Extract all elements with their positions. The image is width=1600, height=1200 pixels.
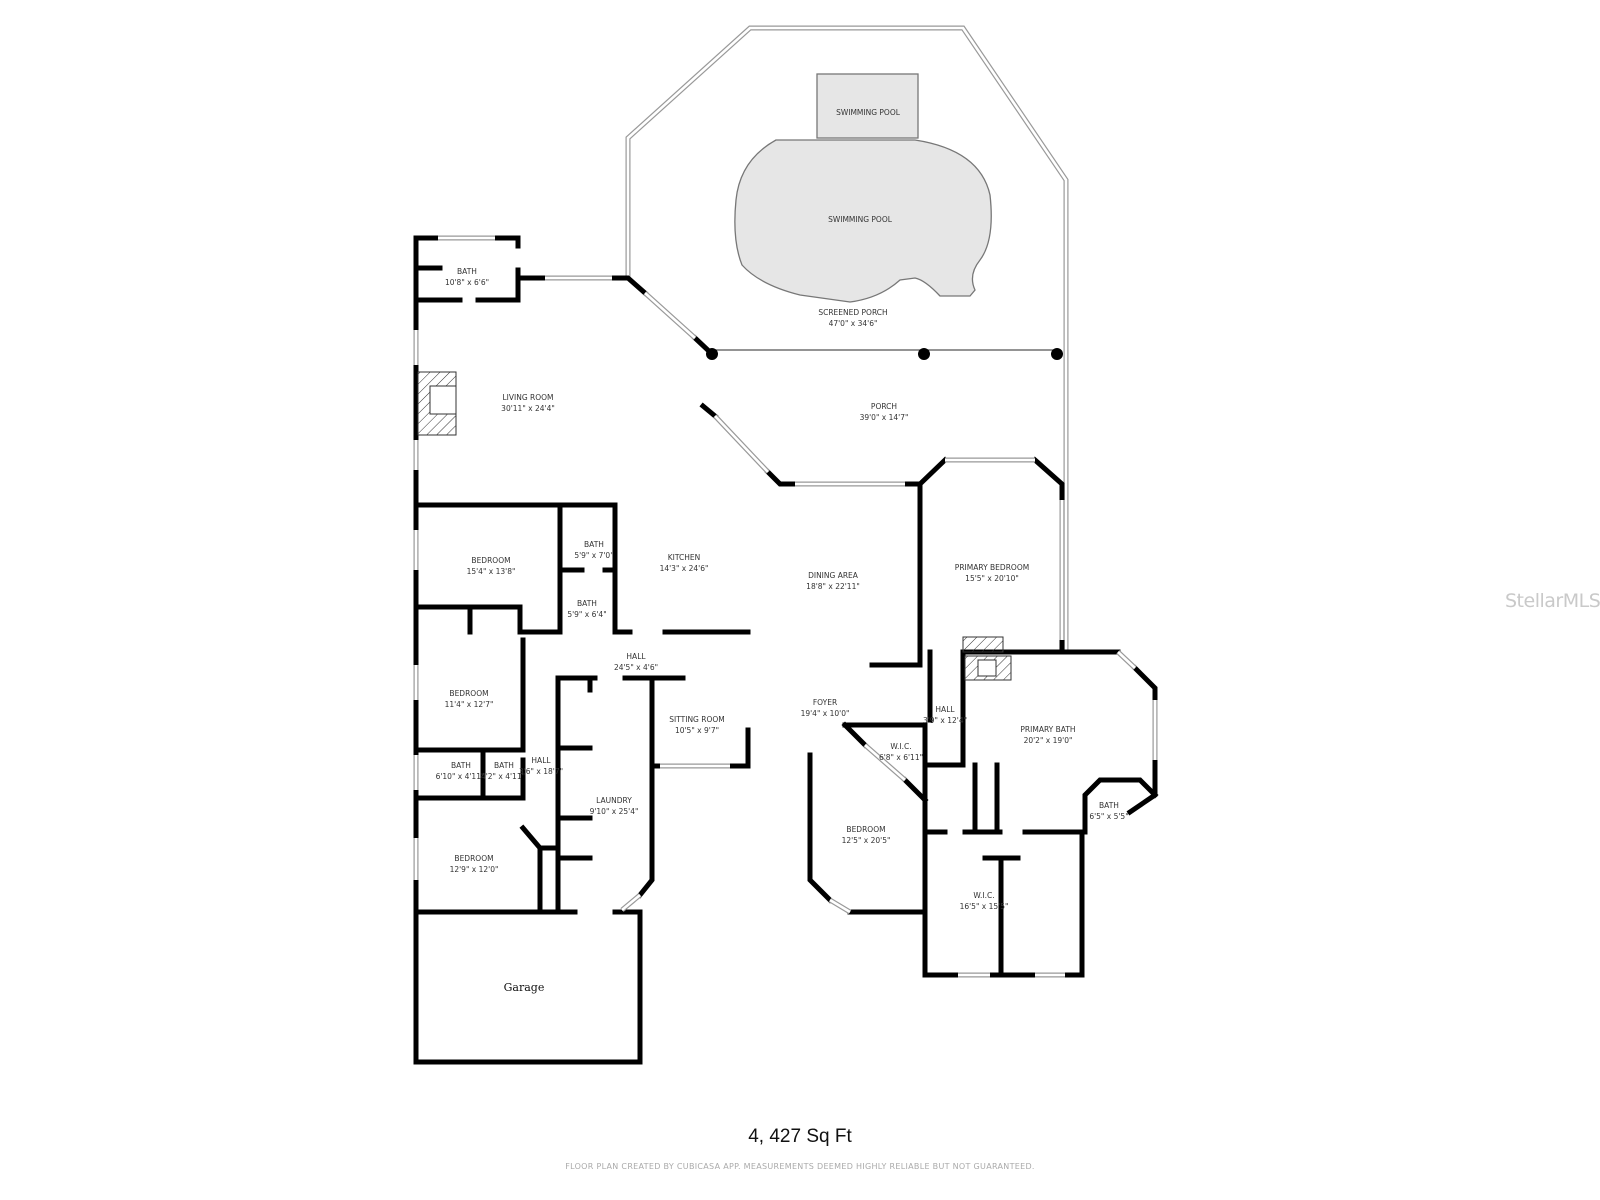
room-name: BATH — [1099, 801, 1119, 810]
room-name: PRIMARY BEDROOM — [955, 563, 1029, 572]
room-dims: 11'4" x 12'7" — [445, 700, 494, 709]
room-dims: 12'9" x 12'0" — [450, 865, 499, 874]
room-dims: 24'5" x 4'6" — [614, 663, 658, 672]
room-dims: 20'2" x 19'0" — [1024, 736, 1073, 745]
room-name: HALL — [935, 705, 955, 714]
room-name: SWIMMING POOL — [836, 108, 901, 117]
room-name: DINING AREA — [808, 571, 859, 580]
room-dims: 15'4" x 13'8" — [467, 567, 516, 576]
watermark-logo: StellarMLS — [1505, 590, 1600, 612]
room-name: SWIMMING POOL — [828, 215, 893, 224]
room-name: KITCHEN — [668, 553, 701, 562]
room-dims: 10'5" x 9'7" — [675, 726, 719, 735]
room-dims: 47'0" x 34'6" — [829, 319, 878, 328]
room-dims: 3'6" x 18'7" — [519, 767, 563, 776]
room-name: HALL — [626, 652, 646, 661]
room-dims: 10'8" x 6'6" — [445, 278, 489, 287]
room-name: SITTING ROOM — [669, 715, 725, 724]
garage-label: Garage — [504, 981, 545, 994]
room-name: BEDROOM — [471, 556, 510, 565]
room-dims: 4'2" x 4'11" — [481, 772, 525, 781]
room-dims: 5'9" x 6'4" — [567, 610, 606, 619]
room-dims: 3'9" x 12'4" — [923, 716, 967, 725]
room-name: LIVING ROOM — [502, 393, 553, 402]
room-name: W.I.C. — [973, 891, 994, 900]
room-name: W.I.C. — [890, 742, 911, 751]
swimming-pool — [734, 73, 992, 303]
room-name: BATH — [457, 267, 477, 276]
room-dims: 12'5" x 20'5" — [842, 836, 891, 845]
room-dims: 39'0" x 14'7" — [860, 413, 909, 422]
total-area: 4, 427 Sq Ft — [748, 1126, 852, 1147]
room-dims: 6'10" x 4'11" — [436, 772, 485, 781]
room-dims: 6'5" x 5'5" — [1089, 812, 1128, 821]
room-name: BEDROOM — [846, 825, 885, 834]
room-name: LAUNDRY — [596, 796, 632, 805]
room-name: SCREENED PORCH — [818, 308, 887, 317]
screened-porch-outline — [625, 25, 1069, 652]
room-dims: 19'4" x 10'0" — [801, 709, 850, 718]
room-name: PORCH — [871, 402, 897, 411]
room-dims: 6'8" x 6'11" — [879, 753, 923, 762]
windows — [413, 235, 1158, 978]
room-name: BEDROOM — [454, 854, 493, 863]
disclaimer: FLOOR PLAN CREATED BY CUBICASA APP. MEAS… — [565, 1162, 1035, 1171]
walls — [413, 235, 1159, 1065]
room-name: BATH — [584, 540, 604, 549]
room-dims: 5'9" x 7'0" — [574, 551, 613, 560]
room-name: FOYER — [813, 698, 837, 707]
room-name: HALL — [531, 756, 551, 765]
room-name: BATH — [577, 599, 597, 608]
room-name: BATH — [451, 761, 471, 770]
room-labels: SWIMMING POOL SWIMMING POOL SCREENED POR… — [436, 108, 1129, 994]
fireplace-primary — [962, 636, 1012, 681]
room-dims: 14'3" x 24'6" — [660, 564, 709, 573]
fireplace-living-room — [417, 371, 457, 436]
room-name: BEDROOM — [449, 689, 488, 698]
room-name: PRIMARY BATH — [1020, 725, 1075, 734]
room-dims: 16'5" x 15'5" — [960, 902, 1009, 911]
room-dims: 18'8" x 22'11" — [806, 582, 860, 591]
room-dims: 9'10" x 25'4" — [590, 807, 639, 816]
room-dims: 15'5" x 20'10" — [965, 574, 1019, 583]
room-name: BATH — [494, 761, 514, 770]
room-dims: 30'11" x 24'4" — [501, 404, 555, 413]
